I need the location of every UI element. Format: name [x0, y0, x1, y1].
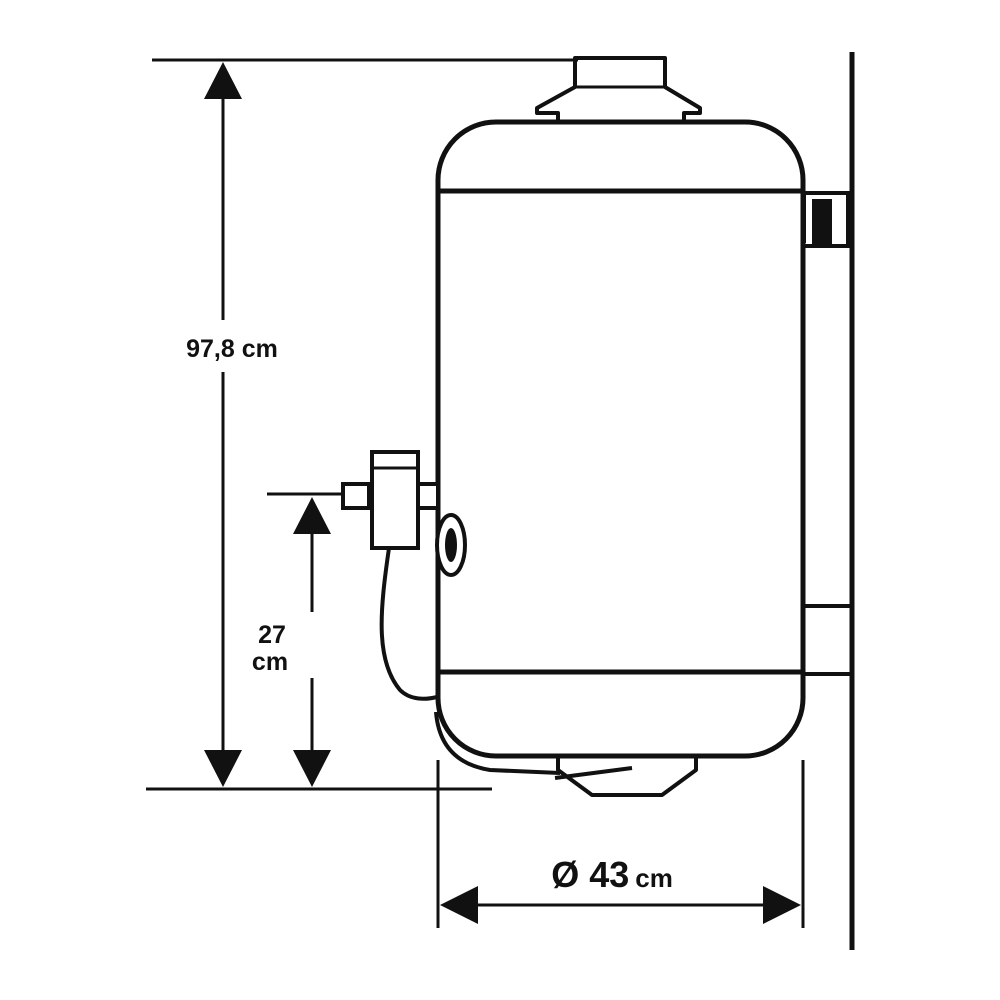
- inlet-height-value: 27: [258, 621, 286, 649]
- diameter-unit: cm: [635, 863, 673, 893]
- inlet-height-unit: cm: [252, 648, 288, 676]
- extension-lines: [146, 58, 805, 928]
- inlet-valve: [341, 450, 440, 550]
- top-collar: [535, 56, 702, 124]
- diameter-value: Ø 43: [551, 854, 629, 895]
- tank-outer-wrap: [434, 711, 561, 775]
- height-dimension-arrow: [204, 62, 242, 787]
- wall-support: [803, 604, 852, 676]
- diameter-dimension-arrow: [440, 886, 801, 924]
- inlet-height-dimension-arrow: [293, 497, 331, 787]
- height-label: 97,8 cm: [186, 335, 278, 363]
- thermostat-knob: [435, 513, 467, 577]
- drain-hose: [379, 547, 438, 701]
- tank-body: [435, 119, 806, 759]
